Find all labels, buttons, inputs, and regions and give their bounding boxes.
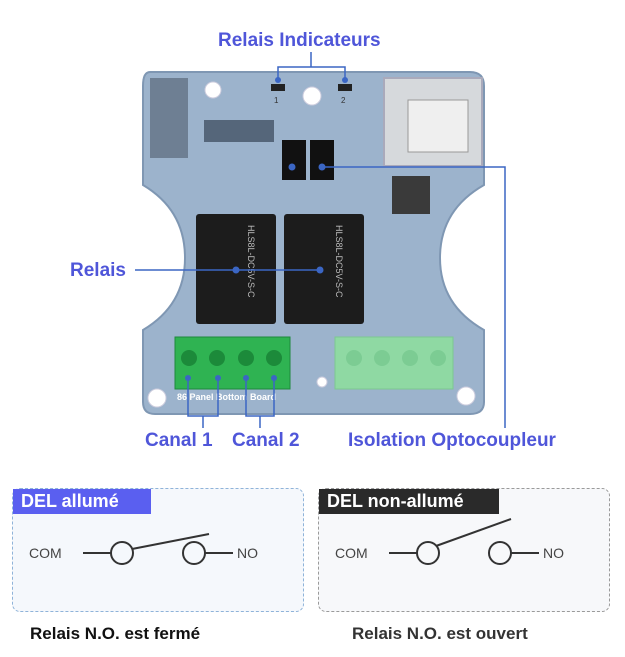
- callout-dot: [243, 375, 249, 381]
- indicator-led-1-label: 1: [274, 96, 279, 105]
- terminal-screws-active: [181, 350, 282, 366]
- com-label: COM: [29, 545, 62, 561]
- indicator-led-2: [338, 84, 352, 91]
- led-on-panel: DEL allumé COM NO: [12, 488, 304, 612]
- led-on-tag: DEL allumé: [13, 489, 151, 514]
- callout-dot: [215, 375, 221, 381]
- mounting-hole: [316, 376, 328, 388]
- indicator-led-1: [271, 84, 285, 91]
- channel2-callout: Canal 2: [232, 430, 300, 451]
- callout-dot: [232, 266, 240, 274]
- mounting-hole: [204, 81, 222, 99]
- channel1-callout: Canal 1: [145, 430, 213, 451]
- callout-dot: [318, 163, 326, 171]
- callout-dot: [275, 77, 281, 83]
- callout-dot: [316, 266, 324, 274]
- relay-2: [284, 214, 364, 324]
- ethernet-port: [407, 99, 469, 153]
- switch-open-icon: [389, 518, 539, 565]
- no-label: NO: [543, 545, 564, 561]
- callout-dot: [342, 77, 348, 83]
- callout-dot: [288, 163, 296, 171]
- indicator-led-2-label: 2: [341, 96, 346, 105]
- no-label: NO: [237, 545, 258, 561]
- relay-2-model: HLS8L-DC5V-S-C: [334, 225, 344, 298]
- callout-dot: [271, 375, 277, 381]
- terminal-screws-inactive: [346, 350, 446, 366]
- pin-header: [150, 78, 188, 158]
- led-on-caption: Relais N.O. est fermé: [30, 624, 201, 643]
- optocoupler-2: [310, 140, 334, 180]
- relays-callout: Relais: [70, 260, 126, 281]
- optocoupler-callout-line: [322, 166, 506, 428]
- com-label: COM: [335, 545, 368, 561]
- relay-1-model: HLS8L-DC5V-S-C: [246, 225, 256, 298]
- optocoupler-callout: Isolation Optocoupleur: [348, 430, 556, 451]
- board-silkscreen: 86 Panel Bottom Board: [177, 392, 276, 402]
- mounting-hole: [302, 86, 322, 106]
- led-off-caption: Relais N.O. est ouvert: [352, 624, 528, 643]
- optocoupler-1: [282, 140, 306, 180]
- led-off-panel: DEL non-allumé COM NO: [318, 488, 610, 612]
- relay-board-illustration: 1 2 HLS8L-DC5V-S-C HLS8L-DC5V-S-C 86 Pan…: [135, 52, 506, 428]
- inductor: [392, 176, 430, 214]
- mounting-hole: [147, 388, 167, 408]
- mounting-hole: [456, 386, 476, 406]
- led-off-tag: DEL non-allumé: [319, 489, 499, 514]
- callout-dot: [185, 375, 191, 381]
- pin-header-small: [204, 120, 274, 142]
- indicators-callout: Relais Indicateurs: [218, 30, 381, 51]
- switch-closed-icon: [83, 533, 233, 565]
